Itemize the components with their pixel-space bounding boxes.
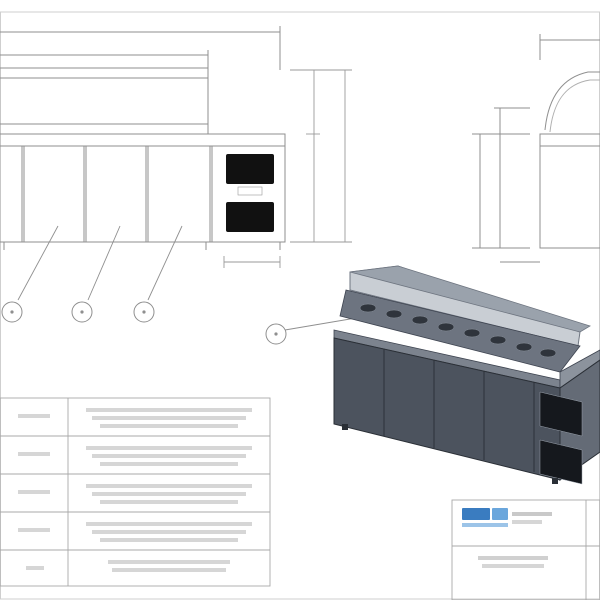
door-4 xyxy=(147,145,211,243)
balloon-1 xyxy=(1,301,23,323)
drawing-note xyxy=(478,556,548,568)
height-dimensions xyxy=(223,69,352,268)
sneeze-guard-profile xyxy=(544,71,600,131)
canopy-top xyxy=(349,265,591,333)
leader-lines xyxy=(17,225,357,331)
canopy-front xyxy=(0,67,209,135)
compressor-grille-bottom xyxy=(226,202,274,232)
counter-top-front xyxy=(0,133,286,147)
balloon-3 xyxy=(133,301,155,323)
company-logo xyxy=(462,508,552,527)
gastronorm-pans xyxy=(359,303,557,358)
iso-grille-top xyxy=(539,391,583,437)
grille-label xyxy=(237,186,263,196)
counter-right-top xyxy=(559,349,600,389)
cabinet-side xyxy=(539,133,600,249)
title-block xyxy=(451,499,600,600)
iso-door-lines xyxy=(383,349,535,472)
isometric-view xyxy=(333,265,600,485)
table-text-smudges xyxy=(18,408,252,572)
balloon-4 xyxy=(265,323,287,345)
side-view xyxy=(472,34,600,263)
compressor-grille-top xyxy=(226,154,274,184)
parts-table xyxy=(0,397,271,587)
door-1 xyxy=(0,145,23,243)
iso-grille-bottom xyxy=(539,439,583,485)
door-2 xyxy=(23,145,85,243)
balloon-2 xyxy=(71,301,93,323)
door-3 xyxy=(85,145,147,243)
